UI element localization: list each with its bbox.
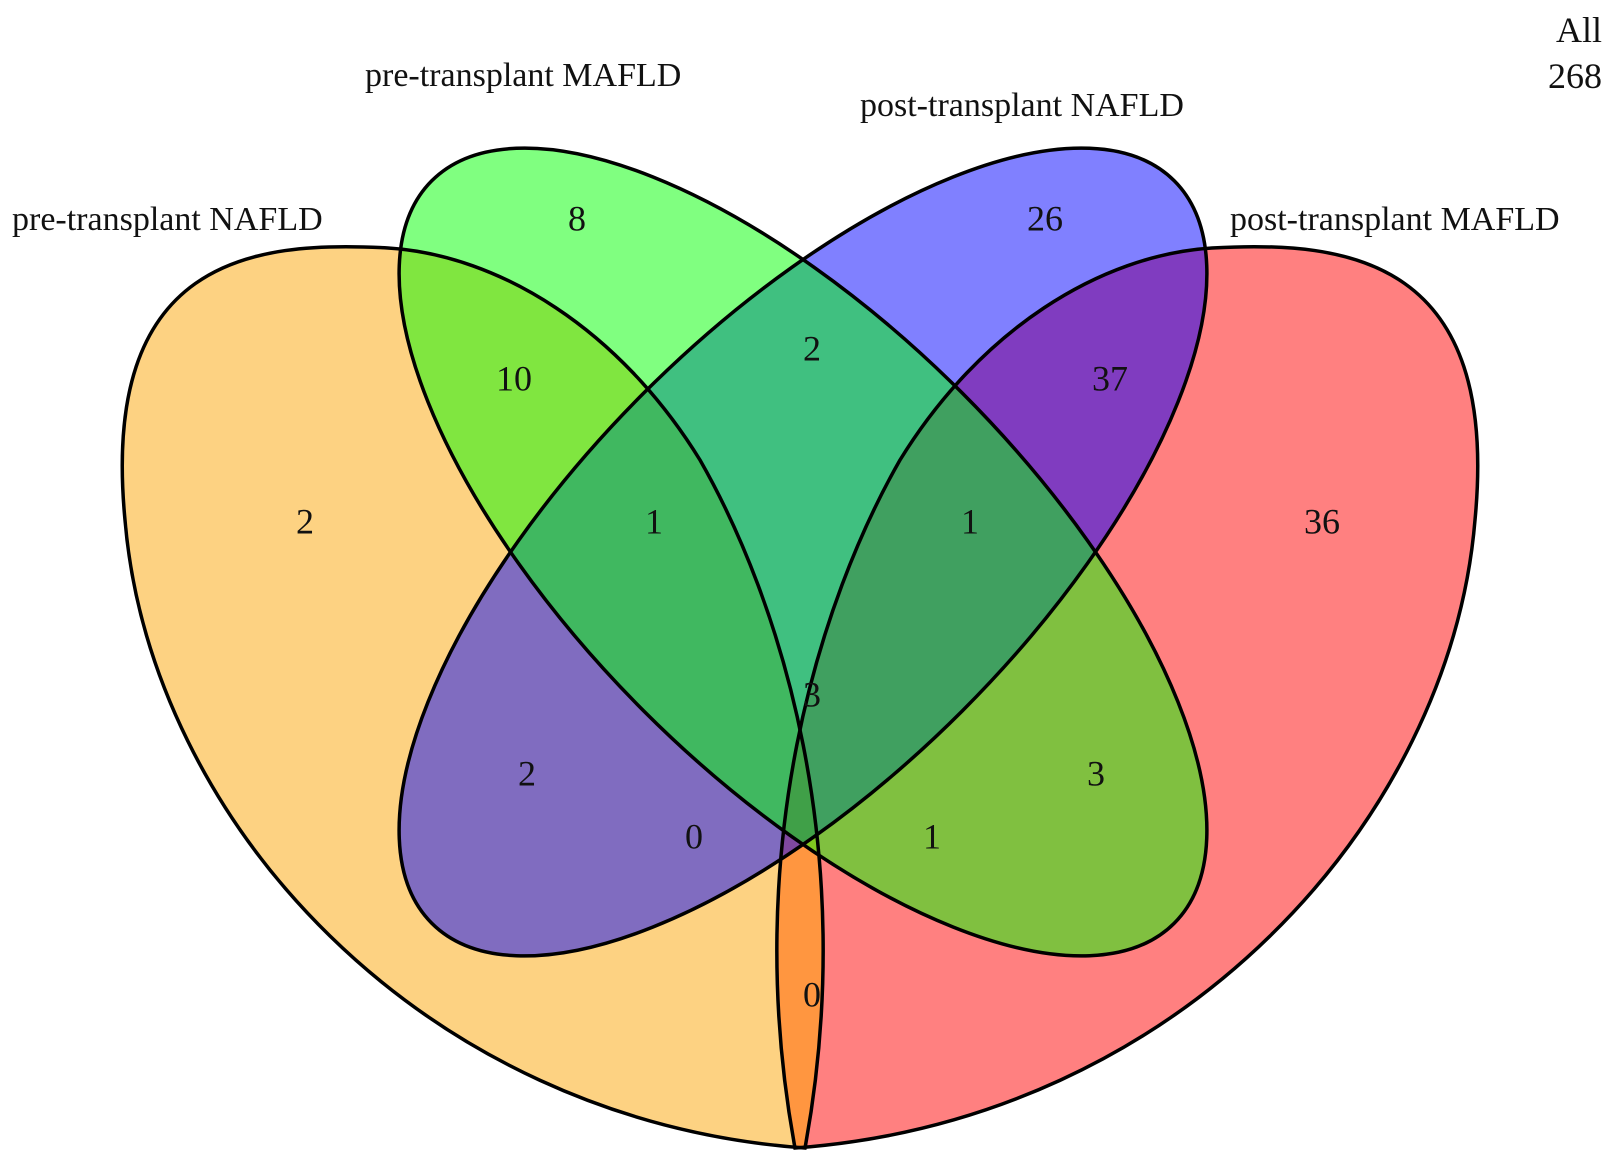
count-pre-nafld-post-nafld: 2 <box>518 753 536 793</box>
count-pre-mafld-post-nafld-post-mafld: 1 <box>961 501 979 541</box>
set-label-pre-nafld: pre-transplant NAFLD <box>12 201 323 238</box>
count-pre-nafld-pre-mafld-post-nafld: 1 <box>645 501 663 541</box>
count-post-mafld-only: 36 <box>1304 501 1340 541</box>
set-label-post-mafld: post-transplant MAFLD <box>1230 201 1560 238</box>
count-post-nafld-post-mafld: 37 <box>1092 358 1128 398</box>
count-pre-mafld-post-mafld: 3 <box>1087 753 1105 793</box>
count-all-four: 3 <box>803 674 821 714</box>
count-pre-nafld-pre-mafld: 10 <box>496 358 532 398</box>
count-pre-nafld-only: 2 <box>296 501 314 541</box>
count-pre-nafld-post-nafld-post-mafld: 0 <box>685 816 703 856</box>
count-pre-nafld-pre-mafld-post-mafld: 1 <box>923 816 941 856</box>
set-label-post-nafld: post-transplant NAFLD <box>860 87 1184 124</box>
count-pre-nafld-post-mafld: 0 <box>803 974 821 1014</box>
total-value: 268 <box>1548 56 1602 96</box>
count-pre-mafld-post-nafld: 2 <box>803 328 821 368</box>
count-post-nafld-only: 26 <box>1027 198 1063 238</box>
set-label-pre-mafld: pre-transplant MAFLD <box>365 57 681 94</box>
total-label: All <box>1556 10 1602 50</box>
count-pre-mafld-only: 8 <box>568 198 586 238</box>
